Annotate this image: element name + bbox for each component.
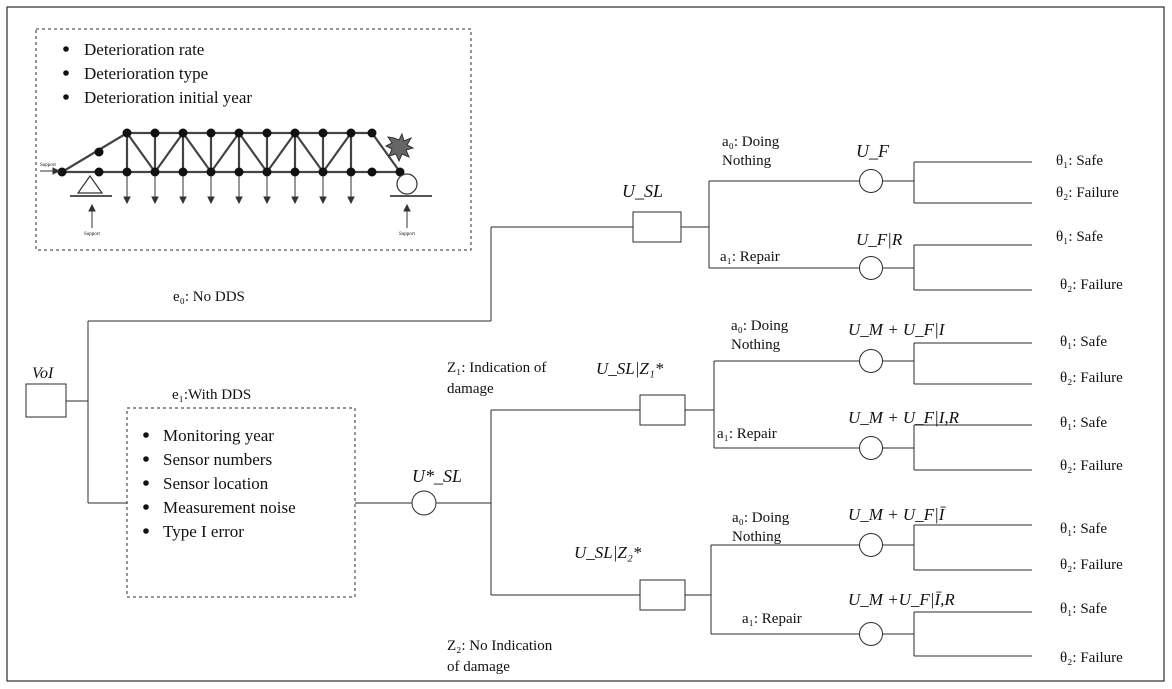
bullet (143, 432, 149, 438)
outcome-failure: θ₂: Failure (1060, 277, 1123, 293)
action-label-a1: a₁: Repair (717, 426, 777, 442)
um-ufibar-r-chance-node (859, 622, 883, 646)
action-label-a0: Nothing (722, 153, 772, 169)
monitoring-item: Type I error (163, 522, 244, 541)
monitoring-box-frame (126, 407, 356, 598)
reaction-arrows (40, 167, 411, 228)
uf-r-chance-node (859, 256, 883, 280)
root-label: VoI (32, 365, 54, 382)
support-label: Support (84, 232, 100, 237)
bullet (63, 70, 69, 76)
root-decision-node (25, 383, 67, 418)
outcome-failure: θ₂: Failure (1060, 650, 1123, 666)
deterioration-item: Deterioration rate (84, 40, 204, 59)
load-arrows (123, 176, 355, 205)
bullet (143, 456, 149, 462)
support-label: Support (40, 163, 56, 168)
usl-star-chance-node (411, 490, 437, 516)
bullet (143, 504, 149, 510)
action-label-a0: Nothing (732, 529, 782, 545)
usl-star-label: U*_SL (412, 466, 462, 486)
action-label-a1: a₁: Repair (720, 249, 780, 265)
with-dds-label: e₁:With DDS (172, 387, 251, 403)
outcome-safe: θ₁: Safe (1056, 153, 1103, 169)
truss-joints (57, 128, 405, 177)
outer-frame (6, 6, 1165, 682)
roller-support-icon (396, 173, 418, 195)
action-label-a0: Nothing (731, 337, 781, 353)
outcome-safe: θ₁: Safe (1060, 601, 1107, 617)
monitoring-item: Measurement noise (163, 498, 296, 517)
support-label: Support (399, 232, 415, 237)
deterioration-item: Deterioration type (84, 64, 208, 83)
outcome-safe: θ₁: Safe (1056, 229, 1103, 245)
truss-bridge-illustration (61, 131, 401, 174)
uf-r-label: U_F|R (856, 230, 903, 249)
outcome-failure: θ₂: Failure (1060, 458, 1123, 474)
usl-z1-label: U_SL|Z₁* (596, 359, 664, 378)
branch-label-z2: of damage (447, 659, 510, 675)
monitoring-item: Sensor numbers (163, 450, 272, 469)
monitoring-box: e₁:With DDS Monitoring year Sensor numbe… (126, 387, 356, 598)
um-ufir-chance-node (859, 436, 883, 460)
um-ufibar-chance-node (859, 533, 883, 557)
branch-label-no-dds: e₀: No DDS (173, 289, 245, 305)
outcome-failure: θ₂: Failure (1056, 185, 1119, 201)
monitoring-item: Sensor location (163, 474, 269, 493)
um-ufibar-label: U_M + U_F|Ī (848, 505, 947, 524)
usl-label: U_SL (622, 181, 663, 201)
uf-chance-node (859, 169, 883, 193)
branch-label-z1: Z₁: Indication of (447, 360, 546, 376)
outcome-failure: θ₂: Failure (1060, 557, 1123, 573)
branch-label-z2: Z₂: No Indication (447, 638, 553, 654)
bullet (143, 528, 149, 534)
um-ufir-label: U_M + U_F|I,R (848, 408, 960, 427)
outcome-failure: θ₂: Failure (1060, 370, 1123, 386)
tree-connectors (66, 161, 1032, 657)
deterioration-box: Deterioration rate Deterioration type De… (35, 28, 472, 251)
usl-decision-node (632, 211, 682, 243)
usl-z1-decision-node (639, 394, 686, 426)
action-label-a0: a₀: Doing (722, 134, 780, 150)
deterioration-box-frame (35, 28, 472, 251)
outcome-safe: θ₁: Safe (1060, 415, 1107, 431)
bullet (63, 94, 69, 100)
uf-label: U_F (856, 141, 890, 161)
action-label-a0: a₀: Doing (732, 510, 790, 526)
branch-label-z1: damage (447, 381, 494, 397)
bullet (143, 480, 149, 486)
usl-z2-label: U_SL|Z₂* (574, 543, 642, 562)
action-label-a1: a₁: Repair (742, 611, 802, 627)
monitoring-item: Monitoring year (163, 426, 274, 445)
outcome-safe: θ₁: Safe (1060, 334, 1107, 350)
damage-burst-icon (384, 132, 415, 163)
bullet (63, 46, 69, 52)
um-ufi-label: U_M + U_F|I (848, 320, 946, 339)
deterioration-item: Deterioration initial year (84, 88, 252, 107)
outcome-safe: θ₁: Safe (1060, 521, 1107, 537)
action-label-a0: a₀: Doing (731, 318, 789, 334)
um-ufibar-r-label: U_M +U_F|Ī,R (848, 590, 955, 609)
pin-support-icon (76, 174, 104, 194)
usl-z2-decision-node (639, 579, 686, 611)
um-ufi-chance-node (859, 349, 883, 373)
